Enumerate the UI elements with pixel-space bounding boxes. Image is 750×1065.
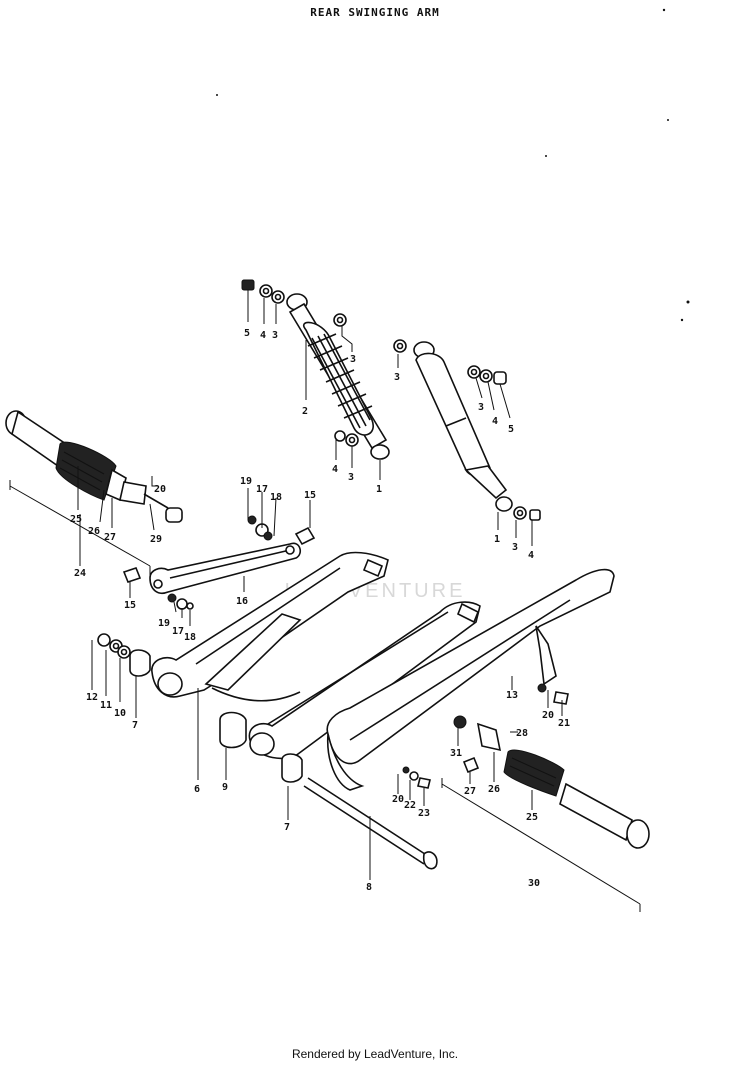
chain-case[interactable] — [326, 568, 615, 791]
label-5-a: 5 — [244, 328, 250, 339]
label-13: 13 — [506, 690, 518, 701]
bracket-line-30 — [441, 778, 641, 912]
label-5-b: 5 — [508, 424, 514, 435]
label-15-a: 15 — [304, 490, 316, 501]
label-19-a: 19 — [240, 476, 252, 487]
label-10: 10 — [114, 708, 126, 719]
label-3-b: 3 — [350, 354, 356, 365]
label-19-b: 19 — [158, 618, 170, 629]
label-6: 6 — [194, 784, 200, 795]
chain-case-hardware — [402, 683, 569, 789]
label-16: 16 — [236, 596, 248, 607]
label-4-b: 4 — [332, 464, 338, 475]
scan-specks — [216, 8, 690, 322]
label-20-b: 20 — [542, 710, 554, 721]
shock-mount-hardware-right — [393, 339, 541, 521]
label-23: 23 — [418, 808, 430, 819]
label-2-a: 2 — [302, 406, 308, 417]
footrest-left[interactable] — [5, 410, 183, 523]
label-1-a: 1 — [376, 484, 382, 495]
label-31: 31 — [450, 748, 462, 759]
torque-link-hardware — [122, 515, 316, 610]
label-25-a: 25 — [70, 514, 82, 525]
label-7-b: 7 — [284, 822, 290, 833]
label-7-a: 7 — [132, 720, 138, 731]
footer-credit: Rendered by LeadVenture, Inc. — [291, 1047, 459, 1061]
label-3-c: 3 — [348, 472, 354, 483]
pivot-shaft[interactable] — [303, 777, 438, 870]
label-25-b: 25 — [526, 812, 538, 823]
label-20-c: 20 — [392, 794, 404, 805]
label-17-b: 17 — [172, 626, 184, 637]
label-21-a: 21 — [558, 718, 570, 729]
label-12: 12 — [86, 692, 98, 703]
label-4-c: 4 — [492, 416, 498, 427]
label-9: 9 — [222, 782, 228, 793]
pivot-bushings — [97, 633, 303, 783]
label-20-a: 20 — [154, 484, 166, 495]
label-22: 22 — [404, 800, 416, 811]
label-11: 11 — [100, 700, 112, 711]
page-title: REAR SWINGING ARM — [310, 6, 440, 19]
label-15-b: 15 — [124, 600, 136, 611]
label-27-a: 27 — [104, 532, 116, 543]
label-18-a: 18 — [270, 492, 282, 503]
swing-arm[interactable] — [151, 551, 481, 760]
label-3-d: 3 — [394, 372, 400, 383]
label-27-b: 27 — [464, 786, 476, 797]
part-labels: 5 4 3 3 2 4 3 1 3 3 4 5 1 3 4 20 25 26 2… — [70, 328, 570, 893]
footrest-right[interactable] — [453, 715, 650, 849]
label-26-a: 26 — [88, 526, 100, 537]
label-29-a: 29 — [150, 534, 162, 545]
label-3-e: 3 — [478, 402, 484, 413]
label-3-a: 3 — [272, 330, 278, 341]
label-17-a: 17 — [256, 484, 268, 495]
label-30: 30 — [528, 878, 540, 889]
label-8: 8 — [366, 882, 372, 893]
rear-shock-absorber-right[interactable] — [413, 341, 513, 512]
rear-shock-absorber-left[interactable] — [286, 293, 390, 460]
label-26-b: 26 — [488, 784, 500, 795]
label-4-d: 4 — [528, 550, 534, 561]
label-28: 28 — [516, 728, 528, 739]
label-3-f: 3 — [512, 542, 518, 553]
label-1-b: 1 — [494, 534, 500, 545]
label-4-a: 4 — [260, 330, 266, 341]
leader-lines — [77, 290, 563, 880]
label-18-b: 18 — [184, 632, 196, 643]
torque-link[interactable] — [149, 542, 302, 594]
shock-mount-hardware-left-top — [241, 279, 359, 447]
label-24: 24 — [74, 568, 86, 579]
